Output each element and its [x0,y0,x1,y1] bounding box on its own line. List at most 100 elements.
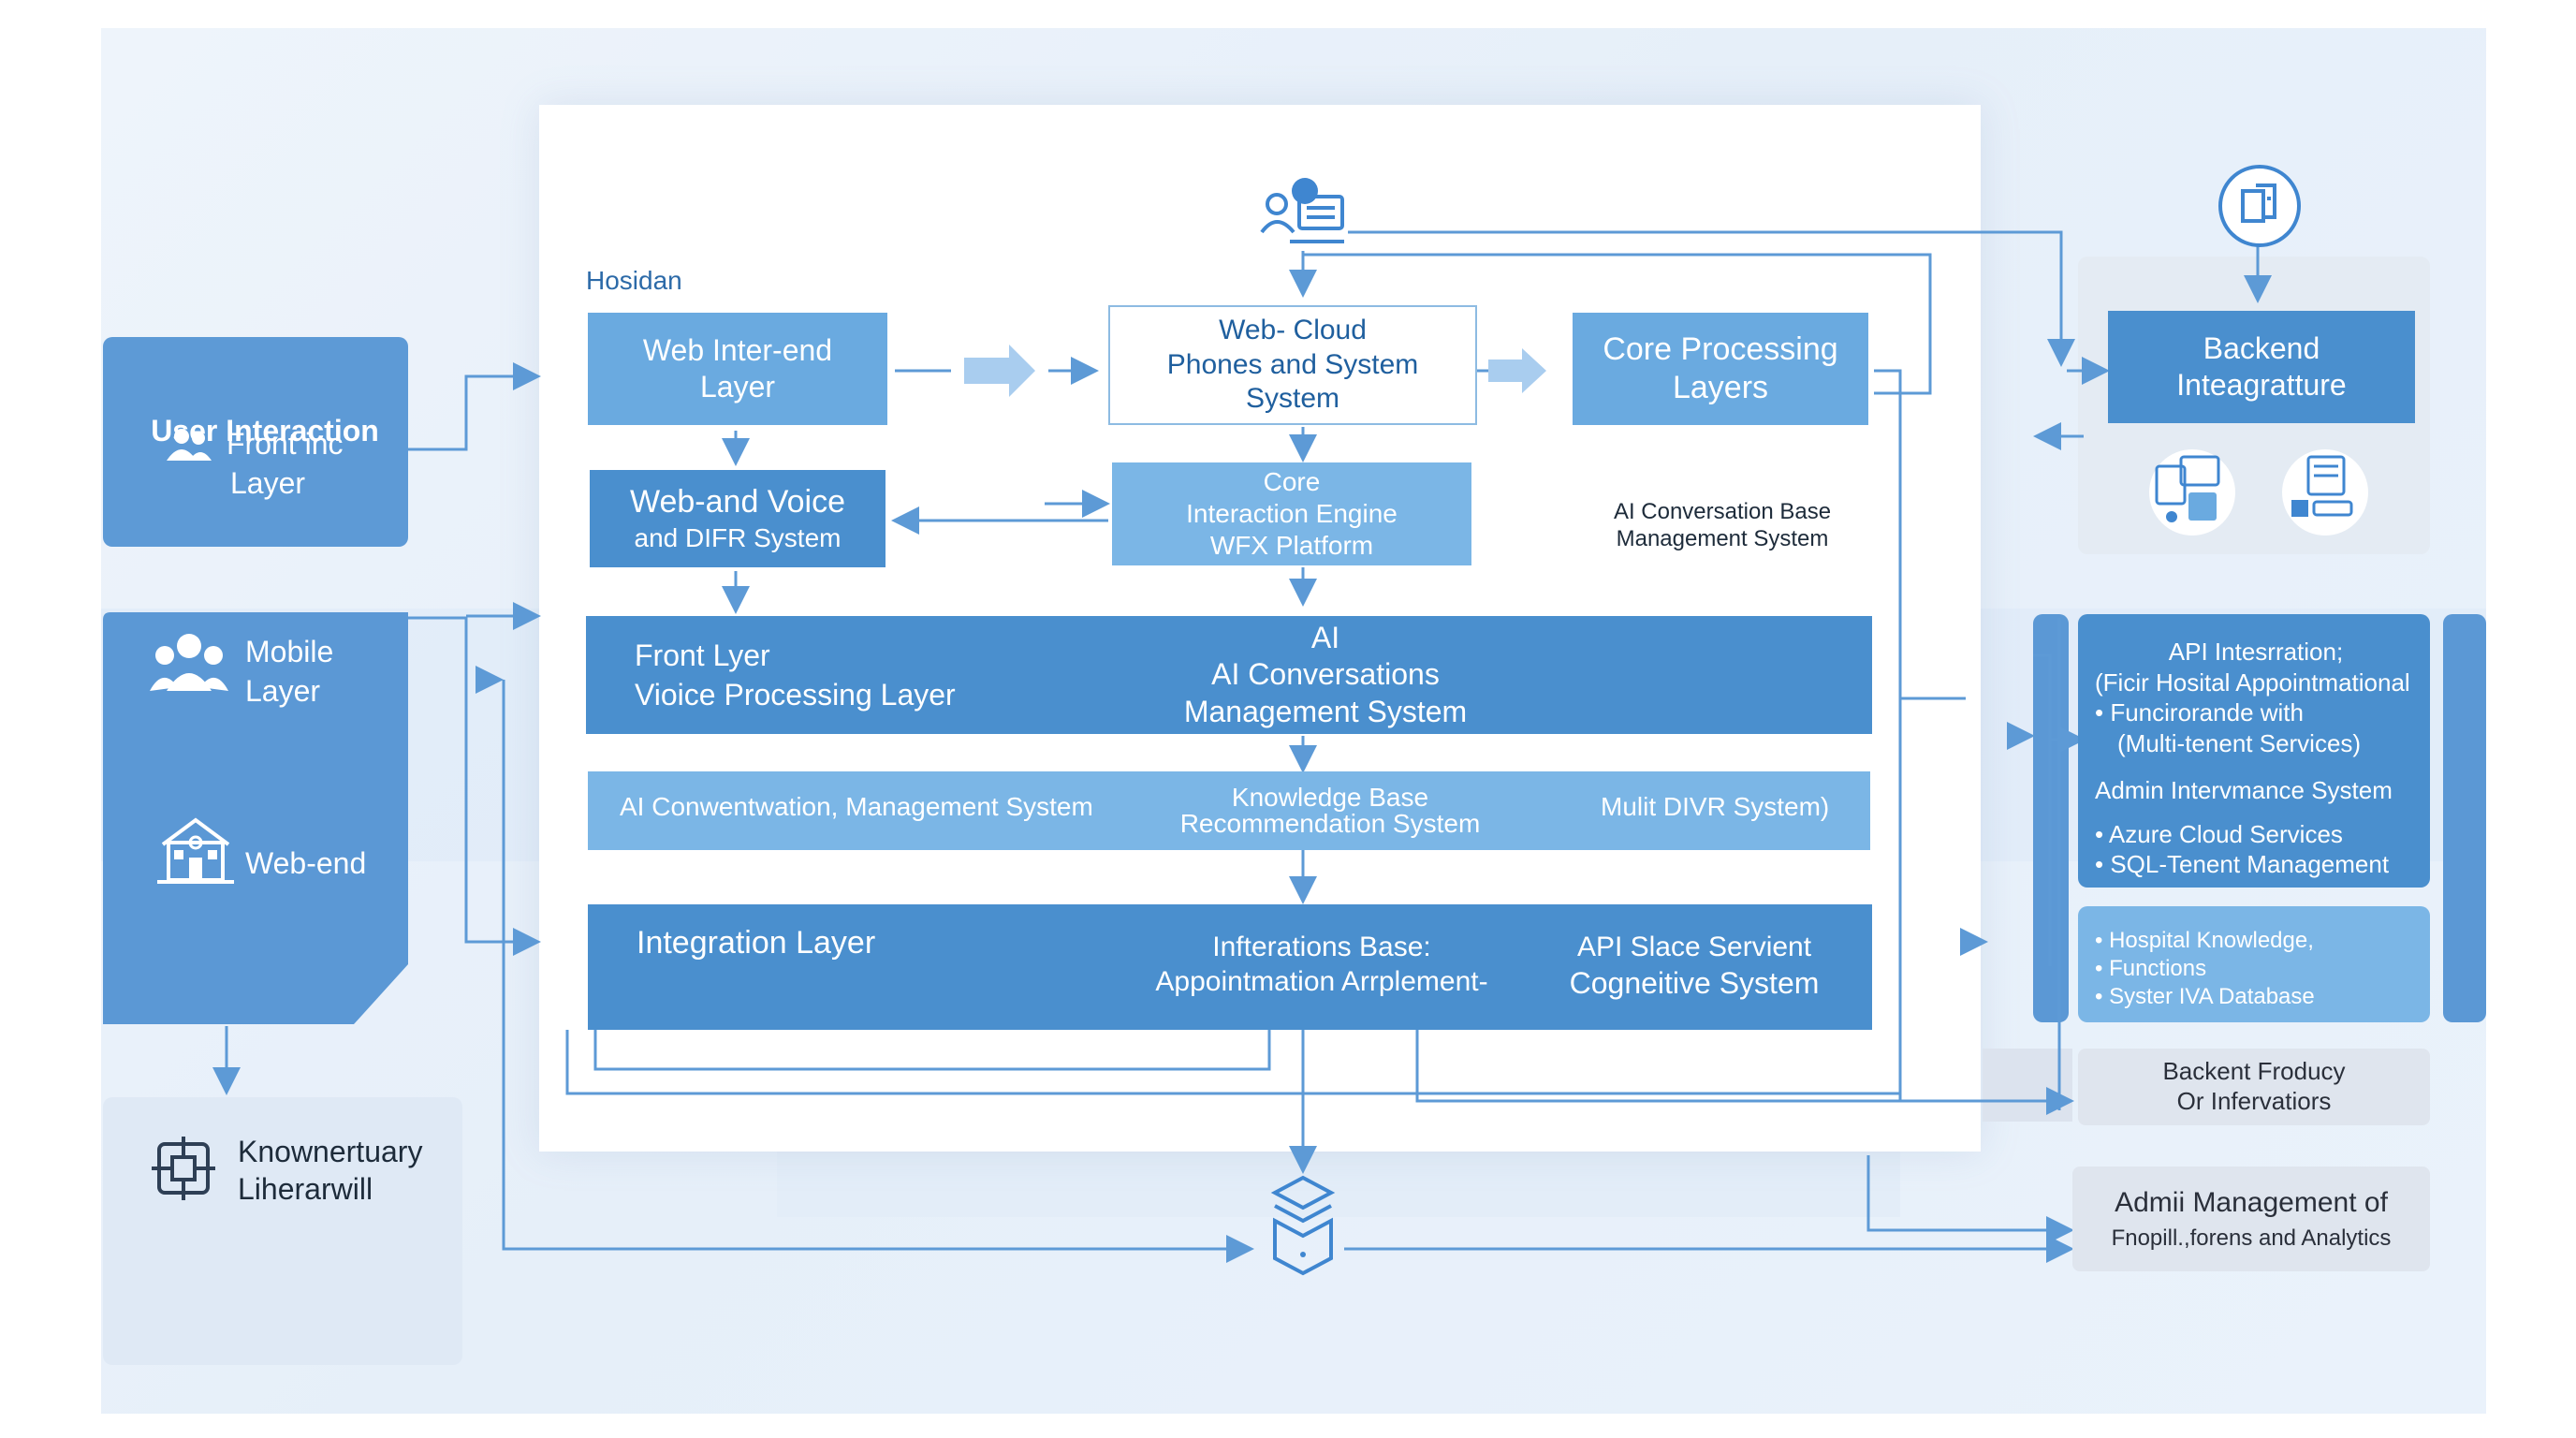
api-bullet-2-text: (Multi-tenent Services) [2117,728,2362,757]
backend-line-1: Backend [2203,330,2320,365]
knowledge-base-text: Knowledge Base Recommendation System [1138,775,1522,846]
admin-mgmt-line-1: Admii Management of [2115,1187,2388,1219]
user-interaction-title: User Interaction [151,414,379,448]
layer-text: Layer [230,465,306,500]
hospital-bullet-1-text: Hospital Knowledge, [2109,928,2314,953]
sql-bullet: • SQL-Tenent Management [2095,850,2390,878]
inft-line-2: Appointmation Arrplement- [1155,966,1488,997]
backend-integration: Backend Inteagratture [2108,311,2415,423]
api-bullet-1: • Funcirorande with [2095,698,2304,726]
web-voice-line-2: and DIFR System [634,522,842,552]
ai-conv-base-line-1: AI Conversation Base [1613,498,1832,524]
ai-line-1: AI [1310,621,1340,655]
stacked-boxes-icon [1270,1175,1336,1276]
admin-intervmance: Admin Intervmance System [2095,776,2393,804]
front-layer-band [586,616,1872,734]
user-interaction-label: User Interaction [112,371,417,492]
web-cloud-line-2: Phones and System [1166,348,1419,380]
front-layer-line-1: Front Lyer [635,638,770,672]
api-bullet-1-text: Funcirorande with [2110,698,2304,726]
connector-line [1415,1030,2074,1115]
ai-conversation-band [588,771,1870,850]
users-icon [167,429,212,461]
backent-line-1: Backent Froducy [2162,1057,2346,1086]
api-slace-line-2: Cogneitive System [1569,965,1820,1000]
user-interaction-shape [103,337,408,547]
user-computer-icon [1260,178,1344,243]
document-circle-icon [2218,165,2301,247]
backent-froducy-box: Backent Froducy Or Infervatiors [2078,1049,2430,1125]
mobile-layer-label: Mobile Layer [245,633,333,711]
front-inc-text: Front inc [227,427,344,461]
api-integration-block: API Intesrration; (Ficir Hosital Appoint… [2078,614,2430,888]
hospital-bullet-1: • Hospital Knowledge, [2095,928,2314,953]
hospital-bullet-2: • Functions [2095,956,2207,981]
front-inc-layer-label: Front inc Layer [227,425,343,503]
ai-conversations-text: AI AI Conversations Management System [1148,621,1503,728]
backent-line-2: Or Infervatiors [2176,1087,2332,1115]
kb-line-2: Recommendation System [1179,809,1481,838]
knowledge-line-1: Knownertuary [238,1135,423,1168]
panel-label: Hosidan [586,266,682,295]
core-interaction-engine: Core Interaction Engine WFX Platform [1112,462,1471,565]
kb-line-1: Knowledge Base [1231,783,1429,812]
hospital-bullet-2-text: Functions [2109,956,2207,981]
api-title-2: (Ficir Hosital Appointmational [2095,668,2410,697]
web-inter-line-1: Web Inter-end [642,332,833,367]
hospital-bullet-3-text: Syster IVA Database [2109,984,2315,1009]
web-and-voice-system: Web-and Voice and DIFR System [590,470,886,567]
mobile-layer-text: Layer [245,673,321,708]
front-layer-line-2: Vioice Processing Layer [635,677,956,712]
core-engine-line-1: Core [1263,466,1321,496]
web-inter-end-layer: Web Inter-end Layer [588,313,887,425]
right-rail-far [2443,614,2486,1022]
ai-conv-base-line-2: Management System [1616,526,1829,551]
connector-line [1866,1155,2074,1244]
api-slace-line-1: API Slace Servient [1576,932,1812,963]
web-cloud-line-3: System [1245,383,1340,415]
ai-conversation-base-label: AI Conversation Base Management System [1573,492,1872,558]
mobile-web-shape [103,612,408,1024]
front-layer-text: Front Lyer Vioice Processing Layer [635,637,956,714]
integration-layer-band [588,904,1872,1030]
network-icon [152,1137,215,1200]
connector-line [502,680,1254,1263]
api-bullet-2: (Multi-tenent Services) [2095,728,2417,759]
core-engine-line-3: WFX Platform [1209,531,1374,561]
integration-layer-text: Integration Layer [637,925,876,961]
web-cloud-line-1: Web- Cloud [1219,315,1367,346]
azure-bullet: • Azure Cloud Services [2095,819,2343,848]
infterations-base-text: Infterations Base: Appointmation Arrplem… [1129,927,1515,1004]
admin-mgmt-line-2: Fnopill.,forens and Analytics [2111,1225,2392,1251]
knowledge-line-2: Liherarwill [238,1172,373,1206]
hospital-bullet-3: • Syster IVA Database [2095,984,2315,1009]
inft-line-1: Infterations Base: [1212,932,1431,963]
backend-line-2: Inteagratture [2176,368,2347,402]
group-icon [150,634,228,691]
web-end-label: Web-end [245,846,367,880]
fat-arrow [964,345,1035,397]
sql-bullet-text: SQL-Tenent Management [2110,850,2390,878]
mulit-divr-text: Mulit DIVR System) [1601,792,1830,821]
fat-arrow [1488,348,1546,393]
connector-line [1303,253,1932,395]
ai-conwentwation-text: AI Conwentwation, Management System [620,792,1093,821]
web-inter-line-2: Layer [699,370,776,404]
api-slace-text: API Slace Servient Cogneitive System [1554,927,1835,1005]
core-engine-line-2: Interaction Engine [1186,498,1398,528]
core-processing-line-2: Layers [1672,370,1769,405]
web-cloud-system: Web- Cloud Phones and System System [1108,305,1477,425]
dashboard-icon [2282,449,2368,536]
web-voice-line-1: Web-and Voice [630,484,845,521]
core-processing-line-1: Core Processing [1603,330,1838,367]
api-title-1: API Intesrration; [2168,638,2344,666]
connector-line [2033,653,2052,966]
mobile-text: Mobile [245,635,334,668]
azure-bullet-text: Azure Cloud Services [2108,819,2343,848]
building-icon [157,817,234,884]
connector-line [593,1030,1271,1071]
connector-line [408,362,541,451]
connector-line [1348,230,2075,367]
